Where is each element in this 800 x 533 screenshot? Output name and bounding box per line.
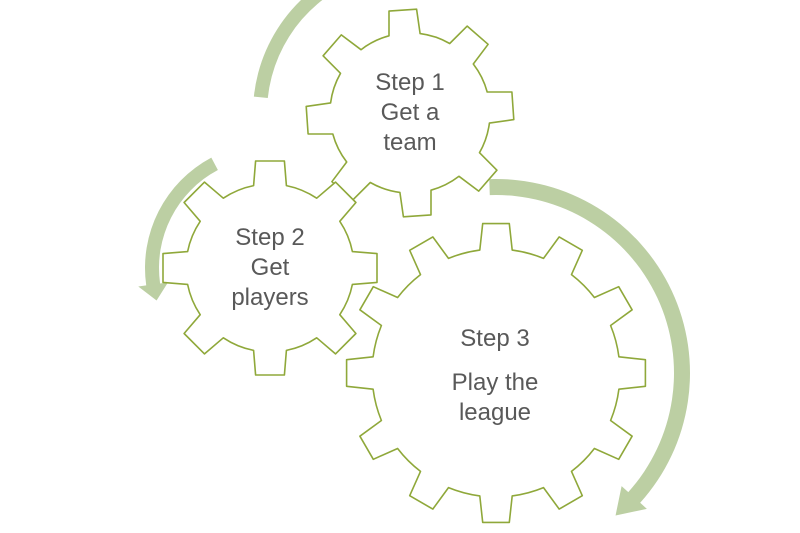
gear-2-step: Step 2	[235, 224, 305, 251]
gear-2-caption-line-1: Get	[250, 254, 290, 281]
arrows-layer	[138, 0, 690, 516]
curved-arrow-down-clockwise-icon	[489, 179, 690, 516]
curved-arrow-up-right-icon	[253, 0, 323, 99]
gear-3-caption-line-2: league	[458, 399, 532, 426]
gear-3-caption-line-1: Play the	[451, 369, 539, 396]
gears-layer	[162, 8, 647, 524]
gear-1-label: Step 1 Get a team	[330, 68, 490, 158]
gear-3-label: Step 3 Play the league	[410, 324, 580, 428]
gear-1-caption-line-2: team	[383, 129, 437, 156]
gear-2-caption-line-2: players	[231, 284, 309, 311]
gear-step-3-outline	[345, 222, 647, 524]
gear-step-1-outline	[305, 8, 515, 218]
gear-1-caption-line-1: Get a	[380, 99, 440, 126]
curved-arrow-down-left-icon	[138, 157, 218, 301]
gear-1-step: Step 1	[375, 69, 445, 96]
gear-3-step: Step 3	[460, 325, 530, 352]
gear-2-label: Step 2 Get players	[190, 223, 350, 313]
gear-step-2-outline	[162, 160, 378, 376]
